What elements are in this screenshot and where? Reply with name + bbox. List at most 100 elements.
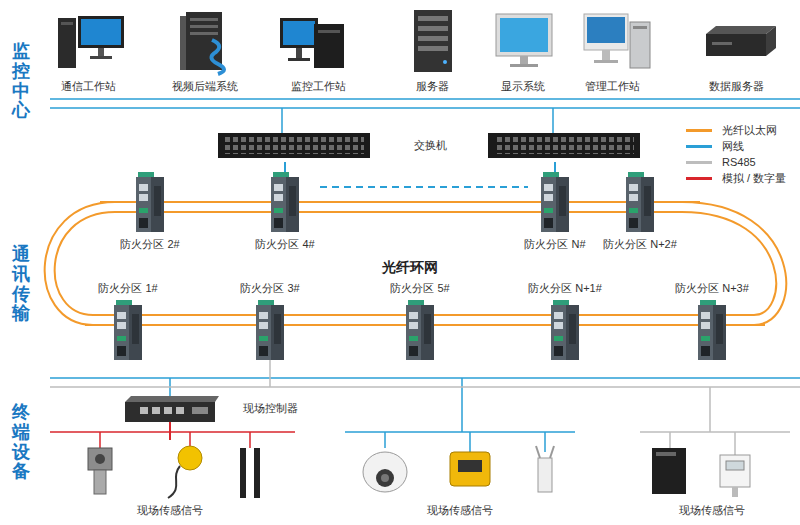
node-label: 交换机	[414, 139, 447, 153]
connector-line-inner	[163, 316, 235, 324]
connector-line	[185, 201, 250, 213]
dashed-continuation	[320, 186, 528, 188]
fire-zone-device	[626, 172, 654, 232]
ring-label: 光纤环网	[382, 258, 438, 276]
gas-detector-icon	[88, 448, 112, 470]
video-server-icon	[211, 40, 224, 74]
monitor-workstation-icon	[280, 18, 318, 48]
legend-swatch	[686, 177, 712, 180]
float-switch-icon	[168, 466, 180, 498]
legend: 光纤以太网网线RS485模拟 / 数字量	[686, 122, 786, 186]
temperature-sensor-icon	[726, 461, 744, 470]
management-workstation-icon	[594, 60, 618, 63]
controller-icon	[192, 407, 208, 414]
connector-line-inner	[320, 203, 519, 211]
fire-zone-device	[541, 172, 569, 232]
signal-bus	[99, 432, 101, 448]
legend-swatch	[686, 161, 712, 164]
gas-detector-icon	[88, 448, 112, 494]
connector-line-inner	[682, 207, 781, 320]
node-box: 防火分区 N+3#	[670, 282, 754, 362]
wireless-node-icon	[536, 446, 554, 492]
server-icon	[418, 46, 448, 51]
data-server-icon	[712, 42, 732, 45]
panel-icon	[652, 448, 686, 494]
legend-row: 模拟 / 数字量	[686, 170, 786, 186]
video-server-icon	[190, 32, 218, 35]
node-label: 数据服务器	[709, 80, 764, 94]
node-label: 显示系统	[501, 80, 545, 94]
switch-icon	[494, 137, 634, 154]
rs485-bus	[50, 386, 800, 388]
data-server-icon	[706, 26, 776, 56]
server-icon	[418, 26, 448, 31]
legend-text: RS485	[722, 156, 756, 168]
node-box: 防火分区 3#	[235, 282, 305, 362]
wireless-node-icon	[536, 446, 540, 458]
legend-text: 模拟 / 数字量	[722, 171, 786, 186]
node-label: 防火分区 4#	[255, 238, 314, 252]
connector-line	[455, 314, 523, 326]
monitor-workstation-icon	[314, 24, 344, 68]
panel-icon	[656, 452, 676, 456]
connector	[555, 162, 556, 172]
connector-line	[163, 314, 235, 326]
node-box: 防火分区 2#	[115, 172, 185, 252]
workstation-icon	[98, 48, 104, 56]
fire-zone-device	[551, 300, 579, 360]
node-box: 服务器	[410, 10, 454, 94]
connector-line	[554, 162, 556, 172]
node-box: 监控工作站	[283, 10, 353, 94]
wireless-node-icon	[550, 446, 554, 458]
connector	[50, 207, 115, 320]
network-bus	[50, 107, 800, 109]
node-label: 监控工作站	[291, 80, 346, 94]
display-icon	[496, 14, 552, 67]
server-icon	[418, 16, 448, 21]
controller-icon	[164, 407, 172, 414]
management-workstation-icon	[584, 14, 650, 68]
network-bus	[552, 108, 554, 133]
connector	[185, 207, 250, 208]
rs485-bus	[50, 360, 800, 455]
node-label: 防火分区 3#	[240, 282, 299, 296]
switch-icon	[224, 137, 364, 154]
network-bus	[469, 432, 471, 452]
dome-camera-icon	[363, 452, 407, 492]
controller-icon	[176, 407, 184, 414]
network-bus	[169, 378, 171, 399]
video-server-icon	[190, 18, 218, 21]
server-icon	[418, 36, 448, 41]
fiber-ring	[85, 207, 765, 320]
legend-swatch	[686, 129, 712, 132]
monitor-workstation-icon	[318, 30, 340, 33]
node-box: 管理工作站	[577, 10, 647, 94]
video-server-icon	[190, 25, 218, 28]
video-server-icon	[180, 16, 186, 70]
video-server-icon	[180, 12, 224, 74]
node-box: 现场传感信号	[350, 440, 570, 518]
legend-swatch	[686, 145, 712, 148]
monitor-workstation-icon	[280, 18, 344, 68]
fire-zone-device	[136, 172, 164, 232]
beam-sensor-icon	[240, 448, 246, 498]
display-icon	[510, 64, 538, 67]
server-icon	[443, 60, 447, 64]
node-label: 管理工作站	[585, 80, 640, 94]
rs485-bus	[269, 360, 271, 387]
controller-icon	[152, 407, 160, 414]
management-workstation-icon	[587, 17, 625, 43]
switch-icon	[488, 133, 640, 158]
management-workstation-icon	[584, 14, 628, 50]
section-label: 通讯传输	[12, 245, 30, 324]
fire-zone-device	[698, 300, 726, 360]
portable-case-icon	[458, 460, 482, 472]
node-label: 防火分区 2#	[120, 238, 179, 252]
switch-icon	[218, 133, 370, 158]
management-workstation-icon	[633, 26, 647, 29]
network-bus	[461, 378, 463, 432]
signal-bus	[189, 432, 191, 446]
connector-line	[50, 207, 115, 320]
dome-camera-icon	[381, 474, 389, 482]
node-box: 现场控制器	[122, 396, 302, 422]
